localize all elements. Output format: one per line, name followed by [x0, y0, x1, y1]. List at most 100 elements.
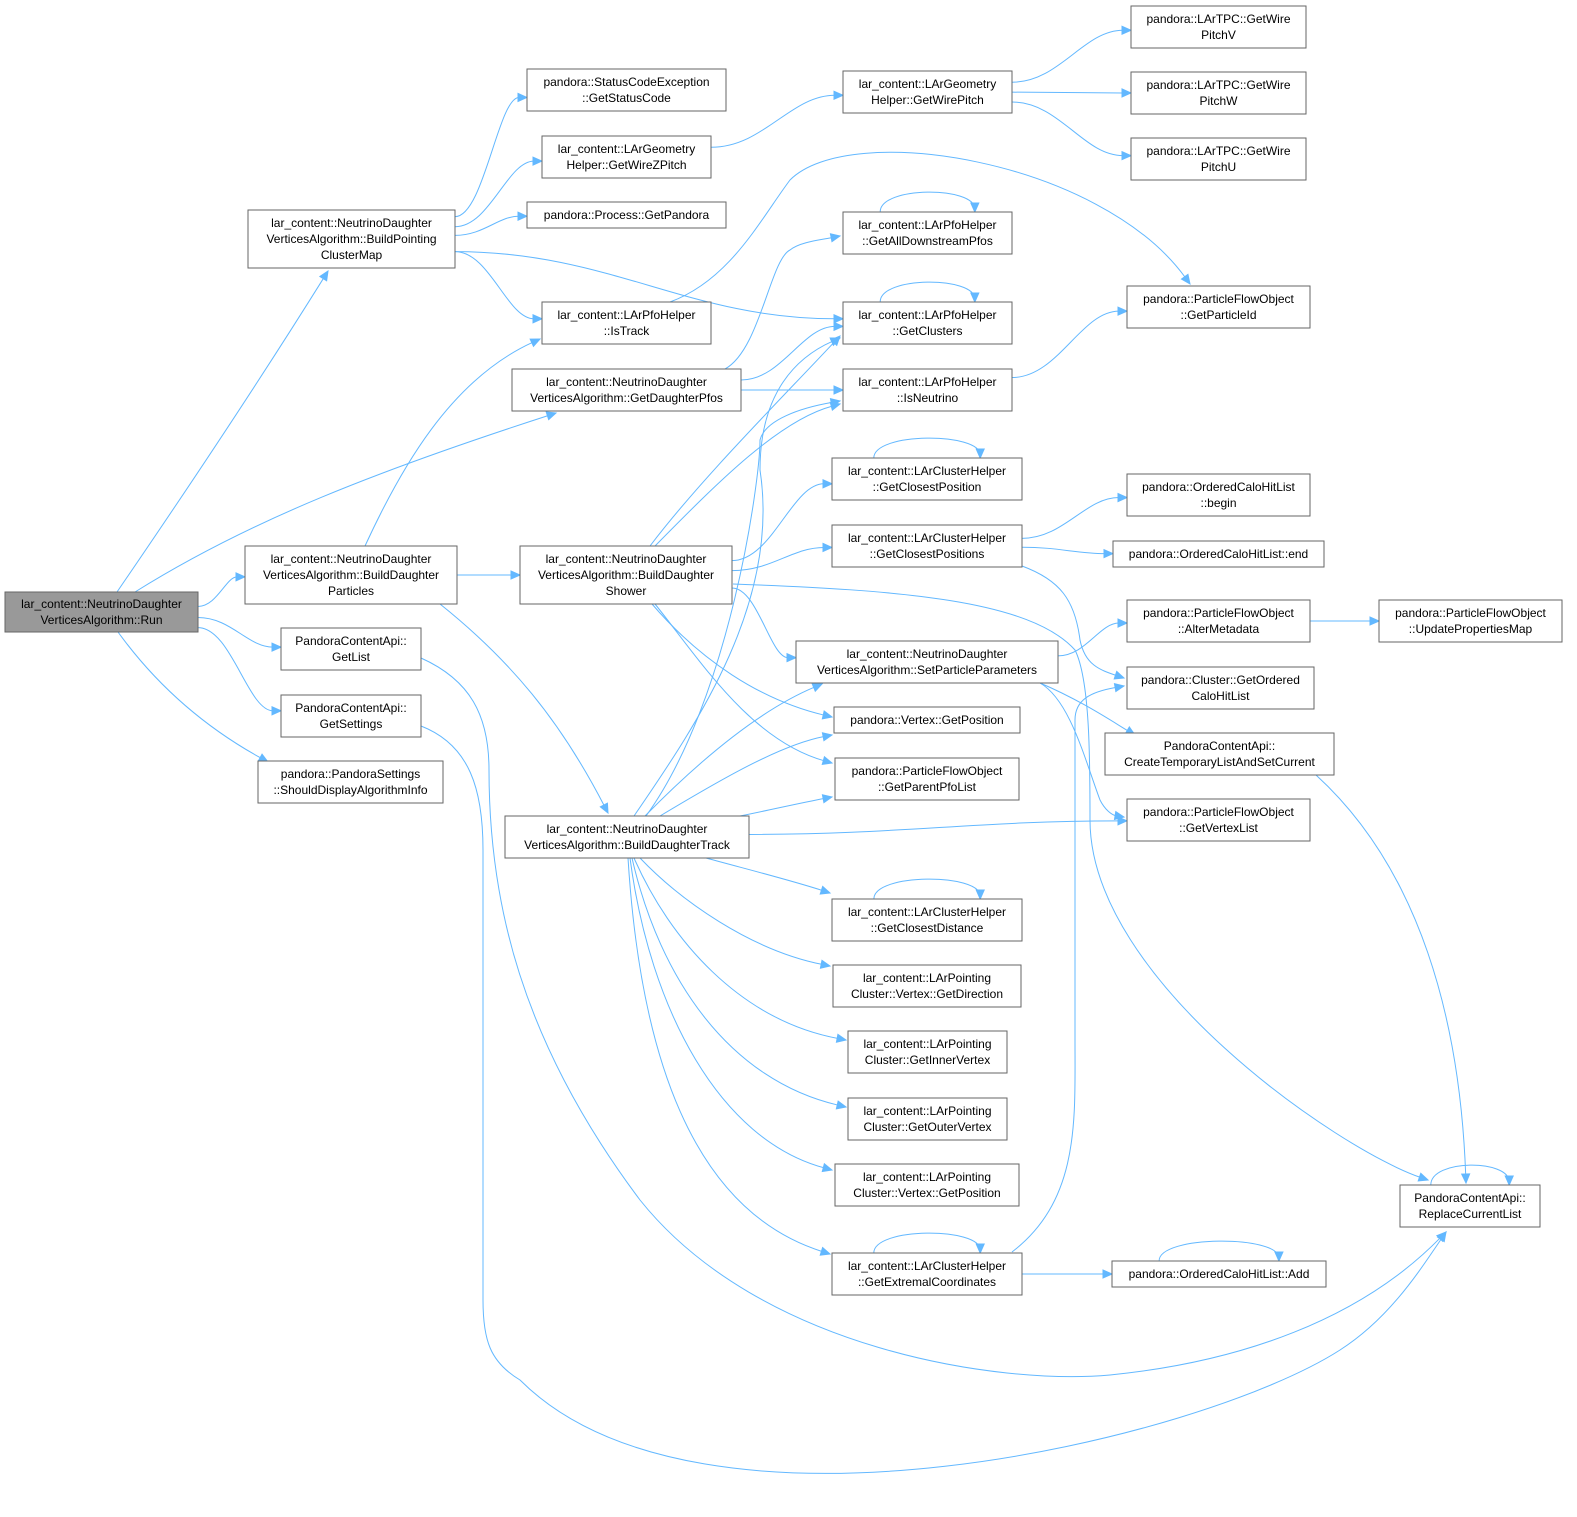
node-gsc[interactable]: pandora::StatusCodeException::GetStatusC…: [526, 68, 727, 112]
node-gcpos[interactable]: lar_content::LArClusterHelper::GetCloses…: [831, 457, 1023, 501]
node-box[interactable]: [1126, 285, 1311, 329]
node-ctlsc[interactable]: PandoraContentApi::CreateTemporaryListAn…: [1104, 732, 1335, 776]
node-gadp[interactable]: lar_content::LArPfoHelper::GetAllDownstr…: [842, 211, 1013, 255]
node-label-line: pandora::PandoraSettings: [281, 767, 420, 781]
node-ochend[interactable]: pandora::OrderedCaloHitList::end: [1112, 540, 1325, 568]
node-box[interactable]: [511, 368, 742, 412]
node-getsettings[interactable]: PandoraContentApi::GetSettings: [280, 694, 422, 738]
node-box[interactable]: [526, 68, 727, 112]
node-box[interactable]: [1126, 666, 1315, 710]
edge-bdt-to-isneutrino: [645, 397, 842, 817]
node-box[interactable]: [795, 640, 1059, 684]
node-layer: lar_content::NeutrinoDaughterVerticesAlg…: [4, 5, 1563, 1296]
node-lpcvgd[interactable]: lar_content::LArPointingCluster::Vertex:…: [832, 964, 1022, 1008]
node-box[interactable]: [1130, 137, 1307, 181]
node-box[interactable]: [1399, 1184, 1541, 1228]
node-istrack[interactable]: lar_content::LArPfoHelper::IsTrack: [541, 301, 712, 345]
node-box[interactable]: [526, 201, 727, 229]
node-box[interactable]: [1378, 599, 1563, 643]
node-box[interactable]: [831, 898, 1023, 942]
node-box[interactable]: [831, 1252, 1023, 1296]
edge-bds-to-gppl: [654, 603, 834, 766]
node-label-line: CaloHitList: [1191, 689, 1250, 703]
node-box[interactable]: [847, 1097, 1008, 1141]
node-gec[interactable]: lar_content::LArClusterHelper::GetExtrem…: [831, 1252, 1023, 1296]
node-box[interactable]: [842, 301, 1013, 345]
node-sdai[interactable]: pandora::PandoraSettings::ShouldDisplayA…: [257, 760, 444, 804]
node-box[interactable]: [247, 209, 456, 269]
node-box[interactable]: [1130, 5, 1307, 49]
node-gdp[interactable]: lar_content::NeutrinoDaughterVerticesAlg…: [511, 368, 742, 412]
node-gppl[interactable]: pandora::ParticleFlowObject::GetParentPf…: [834, 757, 1020, 801]
node-box[interactable]: [834, 1163, 1020, 1207]
node-bdt[interactable]: lar_content::NeutrinoDaughterVerticesAlg…: [504, 815, 750, 859]
node-box[interactable]: [1126, 473, 1311, 517]
node-label-line: Cluster::GetOuterVertex: [863, 1120, 991, 1134]
node-box[interactable]: [831, 457, 1023, 501]
node-run[interactable]: lar_content::NeutrinoDaughterVerticesAlg…: [4, 591, 199, 633]
node-vgp[interactable]: pandora::Vertex::GetPosition: [833, 706, 1021, 734]
node-gcdist[interactable]: lar_content::LArClusterHelper::GetCloses…: [831, 898, 1023, 942]
node-label-line: ::GetAllDownstreamPfos: [862, 234, 993, 248]
node-box[interactable]: [842, 211, 1013, 255]
node-gpid[interactable]: pandora::ParticleFlowObject::GetParticle…: [1126, 285, 1311, 329]
node-bdp[interactable]: lar_content::NeutrinoDaughterVerticesAlg…: [244, 545, 458, 605]
node-box[interactable]: [1130, 71, 1307, 115]
node-box[interactable]: [1126, 798, 1311, 842]
node-ochbegin[interactable]: pandora::OrderedCaloHitList::begin: [1126, 473, 1311, 517]
node-lpcgiv[interactable]: lar_content::LArPointingCluster::GetInne…: [847, 1030, 1008, 1074]
node-box[interactable]: [1112, 540, 1325, 568]
node-getlist[interactable]: PandoraContentApi::GetList: [280, 627, 422, 671]
node-box[interactable]: [1104, 732, 1335, 776]
edge-gdp-to-gclusters: [740, 321, 845, 381]
edge-bds-to-spp: [731, 587, 798, 663]
node-box[interactable]: [519, 545, 733, 605]
node-upm[interactable]: pandora::ParticleFlowObject::UpdatePrope…: [1378, 599, 1563, 643]
node-box[interactable]: [541, 301, 712, 345]
node-gvl[interactable]: pandora::ParticleFlowObject::GetVertexLi…: [1126, 798, 1311, 842]
node-box[interactable]: [280, 627, 422, 671]
node-lpcgov[interactable]: lar_content::LArPointingCluster::GetOute…: [847, 1097, 1008, 1141]
edge-gwp-to-wpw: [1011, 88, 1133, 98]
node-box[interactable]: [280, 694, 422, 738]
node-gwzp[interactable]: lar_content::LArGeometryHelper::GetWireZ…: [541, 135, 712, 179]
node-bpcm[interactable]: lar_content::NeutrinoDaughterVerticesAlg…: [247, 209, 456, 269]
node-label-line: lar_content::NeutrinoDaughter: [546, 375, 707, 389]
node-box[interactable]: [842, 70, 1013, 114]
node-box[interactable]: [833, 706, 1021, 734]
node-box[interactable]: [504, 815, 750, 859]
edge-istrack-to-gpid: [669, 151, 1191, 303]
node-label-line: ::GetParticleId: [1180, 308, 1256, 322]
node-isneutrino[interactable]: lar_content::LArPfoHelper::IsNeutrino: [842, 368, 1013, 412]
node-box[interactable]: [832, 964, 1022, 1008]
node-box[interactable]: [1111, 1260, 1327, 1288]
node-altermeta[interactable]: pandora::ParticleFlowObject::AlterMetada…: [1126, 599, 1311, 643]
node-box[interactable]: [834, 757, 1020, 801]
node-bds[interactable]: lar_content::NeutrinoDaughterVerticesAlg…: [519, 545, 733, 605]
edge-run-to-sdai: [117, 631, 270, 763]
node-box[interactable]: [842, 368, 1013, 412]
node-box[interactable]: [1126, 599, 1311, 643]
node-box[interactable]: [257, 760, 444, 804]
node-box[interactable]: [541, 135, 712, 179]
node-gclusters[interactable]: lar_content::LArPfoHelper::GetClusters: [842, 301, 1013, 345]
node-box[interactable]: [244, 545, 458, 605]
node-label-line: pandora::ParticleFlowObject: [1395, 606, 1546, 620]
node-label-line: pandora::Cluster::GetOrdered: [1141, 673, 1300, 687]
node-lpcvgp[interactable]: lar_content::LArPointingCluster::Vertex:…: [834, 1163, 1020, 1207]
node-ochadd[interactable]: pandora::OrderedCaloHitList::Add: [1111, 1260, 1327, 1288]
node-spp[interactable]: lar_content::NeutrinoDaughterVerticesAlg…: [795, 640, 1059, 684]
node-gcposs[interactable]: lar_content::LArClusterHelper::GetCloses…: [831, 524, 1023, 568]
node-gp[interactable]: pandora::Process::GetPandora: [526, 201, 727, 229]
node-gwp[interactable]: lar_content::LArGeometryHelper::GetWireP…: [842, 70, 1013, 114]
node-rcl[interactable]: PandoraContentApi::ReplaceCurrentList: [1399, 1184, 1541, 1228]
node-label-line: ::begin: [1200, 496, 1236, 510]
edge-rcl-to-rcl: [1430, 1164, 1514, 1187]
node-box[interactable]: [847, 1030, 1008, 1074]
node-box[interactable]: [4, 591, 199, 633]
node-box[interactable]: [831, 524, 1023, 568]
